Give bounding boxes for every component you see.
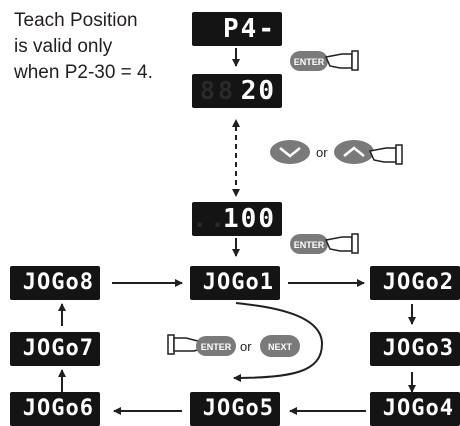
or-label-1: or — [316, 145, 328, 160]
display-param: P4-05 — [192, 12, 282, 46]
hand-pointer-icon — [368, 144, 403, 165]
display-jog5: JOGo5 — [190, 392, 280, 426]
display-entry-ghost: 88 — [199, 76, 236, 105]
note-line-2: is valid only — [14, 36, 113, 57]
display-jog1: JOGo1 — [190, 266, 280, 300]
display-jog1-text: JOGo1 — [202, 270, 274, 295]
hand-pointer-icon — [324, 50, 359, 71]
display-jog3: JOGo3 — [370, 332, 460, 366]
display-jog4-text: JOGo4 — [382, 396, 454, 421]
up-arrow-key-icon — [334, 140, 374, 164]
display-jog8-text: JOGo8 — [22, 270, 94, 295]
display-jog8: JOGo8 — [10, 266, 100, 300]
display-jog2: JOGo2 — [370, 266, 460, 300]
curved-return-arrow — [233, 302, 324, 382]
display-jog5-text: JOGo5 — [202, 396, 274, 421]
display-jog2-text: JOGo2 — [382, 270, 454, 295]
next-key: NEXT — [260, 335, 300, 357]
note-line-3: when P2-30 = 4. — [14, 62, 153, 83]
display-value-ghost: .. — [192, 204, 229, 233]
display-jog7-text: JOGo7 — [22, 336, 94, 361]
down-arrow-key-icon — [270, 140, 310, 164]
enter-key-3: ENTER — [196, 336, 236, 356]
next-label: NEXT — [268, 342, 293, 352]
display-entry-text: 20 — [240, 76, 276, 106]
enter-key-1: ENTER — [290, 51, 328, 71]
hand-pointer-icon — [324, 233, 359, 254]
display-jog4: JOGo4 — [370, 392, 460, 426]
enter-label-3: ENTER — [201, 342, 232, 352]
display-jog7: JOGo7 — [10, 332, 100, 366]
display-value: .. 100 — [192, 202, 282, 236]
display-jog6-text: JOGo6 — [22, 396, 94, 421]
note-line-1: Teach Position — [14, 10, 138, 31]
enter-label-2: ENTER — [294, 240, 325, 250]
enter-label-1: ENTER — [294, 57, 325, 67]
display-jog6: JOGo6 — [10, 392, 100, 426]
enter-key-2: ENTER — [290, 234, 328, 254]
or-label-2: or — [240, 339, 252, 354]
teach-position-note: Teach Position is valid only when P2-30 … — [14, 8, 153, 86]
display-entry: 88 20 — [192, 74, 282, 108]
display-value-text: 100 — [223, 204, 276, 234]
display-param-text: P4-05 — [223, 14, 276, 44]
display-jog3-text: JOGo3 — [382, 336, 454, 361]
